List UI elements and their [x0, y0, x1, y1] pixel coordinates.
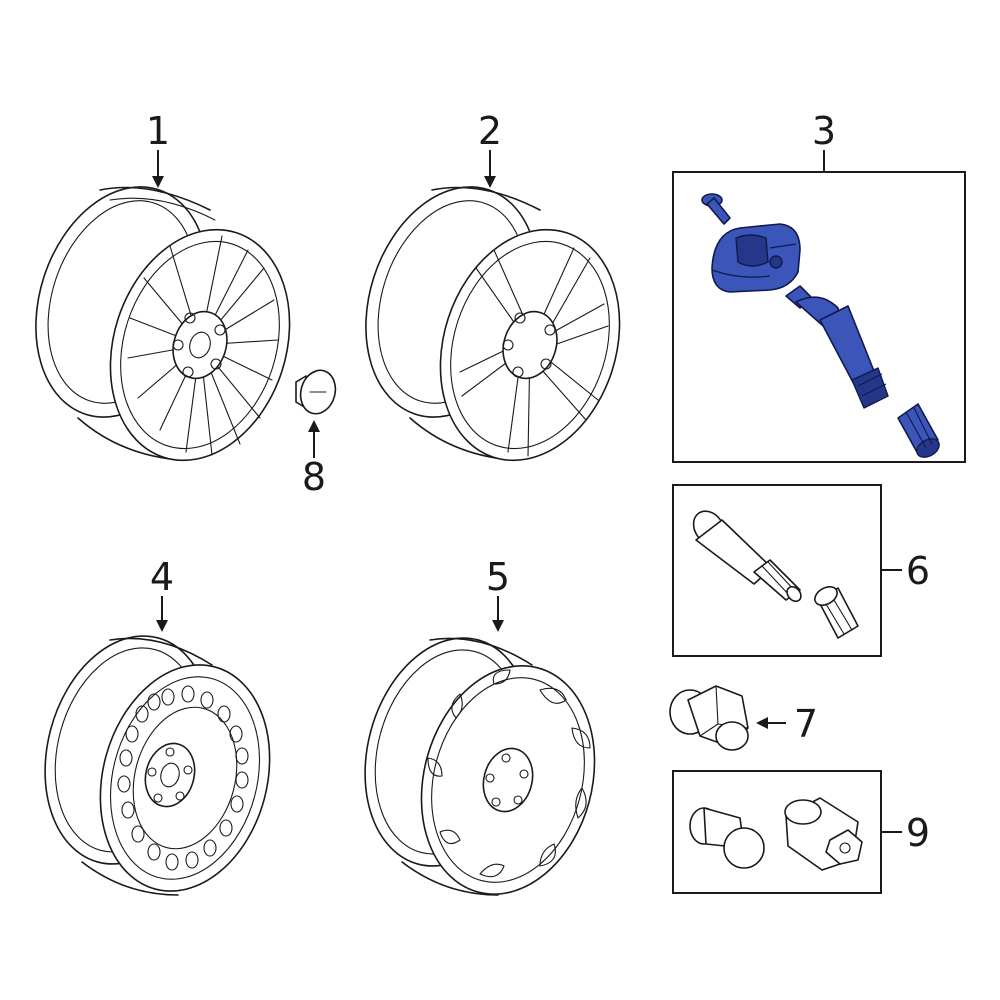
callout-9: 9: [906, 811, 930, 855]
callout-5: 5: [486, 555, 510, 599]
callout-8: 8: [302, 455, 326, 499]
sensor-screw-icon: [701, 193, 731, 225]
lug-nut-icon: [669, 685, 749, 751]
steel-wheel-icon: [364, 637, 596, 896]
callout-2: 2: [478, 109, 502, 153]
steel-spare-wheel-icon: [44, 635, 271, 896]
callout-leaders: [152, 150, 902, 833]
split-spoke-alloy-wheel-icon: [365, 186, 621, 462]
valve-stem-icon: [692, 510, 859, 639]
tpms-sensor-icon: [701, 193, 940, 458]
callout-3: 3: [812, 109, 836, 153]
multi-spoke-alloy-wheel-icon: [35, 186, 291, 462]
callout-6: 6: [906, 549, 930, 593]
sensor-valve-stem-icon: [785, 285, 889, 409]
wheel-lock-icon: [689, 797, 863, 871]
callout-1: 1: [146, 109, 170, 153]
callout-7: 7: [794, 702, 818, 746]
sensor-body-icon: [711, 223, 801, 293]
sensor-valve-cap-icon: [897, 403, 940, 458]
callout-4: 4: [150, 555, 174, 599]
callout-numbers: 1 2 3 4 5 6 7 8 9: [146, 109, 930, 855]
center-cap-icon: [295, 369, 337, 415]
